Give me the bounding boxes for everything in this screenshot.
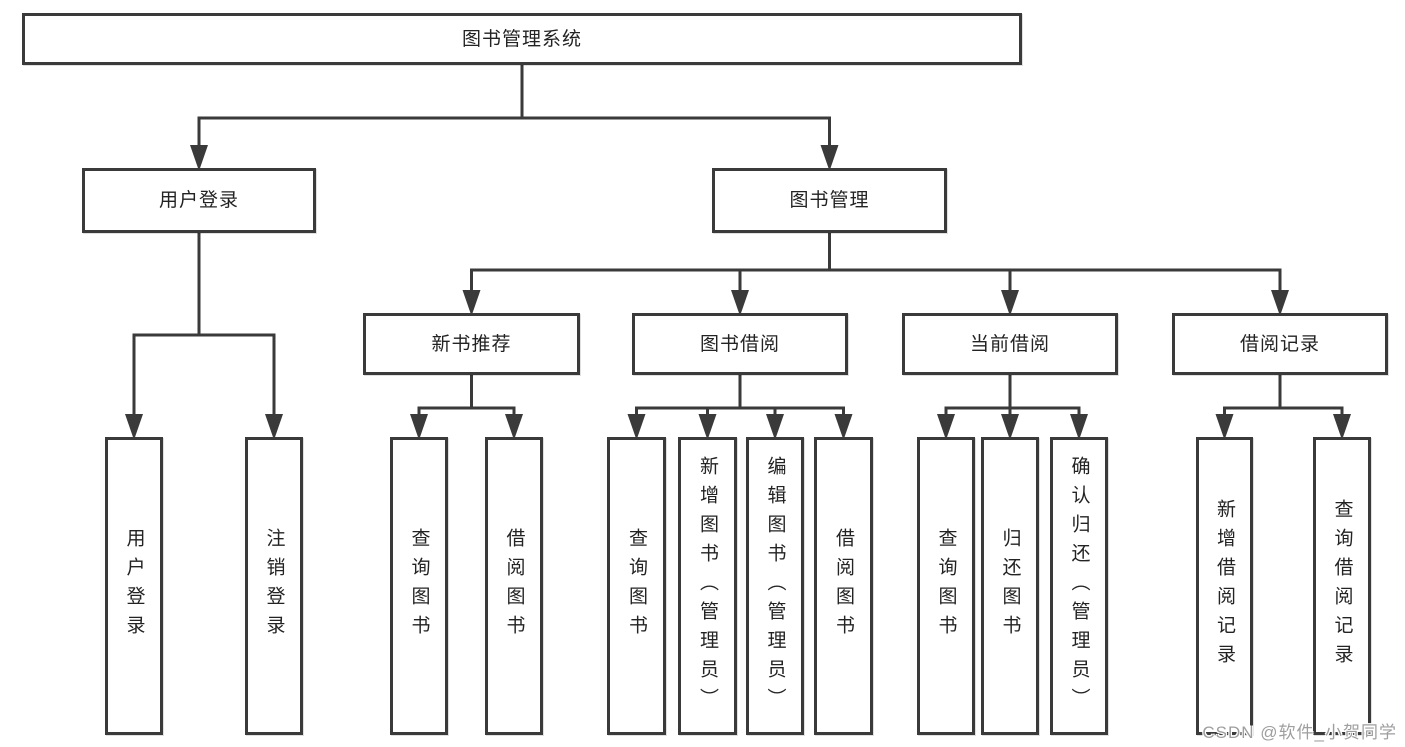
node-bb-edit: 编辑图书（管理员） (746, 437, 804, 735)
node-login: 用户登录 (105, 437, 163, 735)
node-new-book-rec: 新书推荐 (363, 313, 580, 375)
node-label-user-login: 用户登录 (158, 190, 239, 211)
node-logout: 注销登录 (245, 437, 303, 735)
node-user-login: 用户登录 (82, 168, 316, 233)
node-label-cb-return: 归还图书 (999, 528, 1021, 644)
node-label-root: 图书管理系统 (461, 28, 582, 50)
node-rec-borrow: 借阅图书 (485, 437, 543, 735)
node-label-current-borrow: 当前借阅 (969, 333, 1050, 355)
node-book-mgmt: 图书管理 (712, 168, 947, 233)
node-bb-query: 查询图书 (607, 437, 666, 735)
node-current-borrow: 当前借阅 (902, 313, 1118, 375)
node-book-borrow: 图书借阅 (632, 313, 848, 375)
node-rec-query: 查询图书 (390, 437, 448, 735)
node-br-query: 查询借阅记录 (1313, 437, 1371, 735)
node-borrow-records: 借阅记录 (1172, 313, 1388, 375)
node-label-bb-edit: 编辑图书（管理员） (764, 455, 786, 717)
node-label-borrow-records: 借阅记录 (1239, 333, 1320, 355)
csdn-watermark: CSDN @软件_小贺同学 (1202, 723, 1397, 742)
node-bb-borrow: 借阅图书 (814, 437, 873, 735)
node-label-bb-query: 查询图书 (626, 528, 647, 644)
node-label-cb-query: 查询图书 (935, 528, 957, 644)
node-root: 图书管理系统 (22, 13, 1022, 65)
node-cb-confirm: 确认归还（管理员） (1050, 437, 1108, 735)
node-label-br-add: 新增借阅记录 (1214, 499, 1235, 673)
node-label-cb-confirm: 确认归还（管理员） (1068, 455, 1090, 717)
node-bb-add: 新增图书（管理员） (678, 437, 737, 735)
node-label-book-mgmt: 图书管理 (789, 190, 870, 211)
node-cb-return: 归还图书 (981, 437, 1039, 735)
node-br-add: 新增借阅记录 (1196, 437, 1253, 735)
node-label-book-borrow: 图书借阅 (699, 333, 780, 355)
node-label-rec-borrow: 借阅图书 (503, 528, 525, 644)
node-label-br-query: 查询借阅记录 (1331, 499, 1353, 673)
node-label-logout: 注销登录 (263, 528, 285, 644)
node-label-new-book-rec: 新书推荐 (431, 333, 512, 355)
node-label-rec-query: 查询图书 (408, 528, 430, 644)
node-label-bb-add: 新增图书（管理员） (697, 455, 718, 717)
node-label-login: 用户登录 (123, 528, 145, 644)
node-cb-query: 查询图书 (917, 437, 975, 735)
node-label-bb-borrow: 借阅图书 (833, 528, 854, 644)
